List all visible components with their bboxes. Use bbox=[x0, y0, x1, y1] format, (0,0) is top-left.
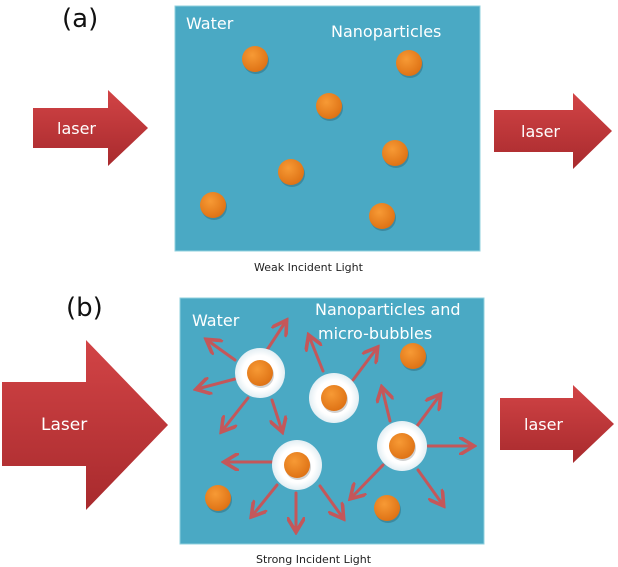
nanoparticle bbox=[278, 159, 304, 185]
bubble-core-particle bbox=[389, 433, 415, 459]
emission-arrow bbox=[252, 483, 279, 516]
emission-arrow bbox=[382, 388, 390, 423]
bubble-core-particle bbox=[321, 385, 347, 411]
panel-b-label: (b) bbox=[66, 293, 103, 323]
nanoparticle bbox=[205, 485, 231, 511]
emission-arrow bbox=[207, 340, 237, 362]
emission-arrow bbox=[272, 398, 282, 431]
emission-arrow bbox=[265, 321, 286, 352]
emission-arrows bbox=[197, 321, 473, 531]
emission-arrow bbox=[416, 468, 443, 505]
panel-a-label: (a) bbox=[62, 4, 98, 34]
water-label-a: Water bbox=[186, 14, 234, 33]
incoming-laser-label-a: laser bbox=[57, 119, 96, 138]
outgoing-laser-arrow-b bbox=[500, 385, 614, 463]
micro-bubbles bbox=[235, 348, 427, 490]
water-label-b: Water bbox=[192, 311, 240, 330]
free-particles-b bbox=[205, 343, 427, 523]
nanoparticle bbox=[200, 192, 226, 218]
caption-b: Strong Incident Light bbox=[256, 553, 372, 566]
panel-a: (a) laser Water Nanoparticles Weak Incid… bbox=[33, 4, 612, 274]
nanoparticle bbox=[374, 495, 400, 521]
micro-bubble bbox=[377, 421, 427, 471]
incoming-laser-arrow-b bbox=[2, 340, 168, 510]
micro-bubble bbox=[309, 373, 359, 423]
emission-arrow bbox=[309, 336, 325, 373]
nanoparticles-label-a: Nanoparticles bbox=[331, 22, 441, 41]
emission-arrow bbox=[351, 348, 377, 382]
emission-arrow bbox=[197, 379, 237, 389]
nanoparticle bbox=[400, 343, 426, 369]
panel-b: (b) Laser Water Nanoparticles and micro-… bbox=[2, 293, 614, 566]
emission-arrow bbox=[415, 395, 440, 428]
outgoing-laser-label-b: laser bbox=[524, 415, 563, 434]
incoming-laser-arrow-a bbox=[33, 90, 148, 166]
micro-bubble bbox=[272, 440, 322, 490]
water-box-a bbox=[174, 5, 481, 252]
nanoparticle bbox=[316, 93, 342, 119]
nanoparticle bbox=[242, 46, 268, 72]
particles-a bbox=[200, 46, 423, 231]
outgoing-laser-label-a: laser bbox=[521, 122, 560, 141]
nanoparticles-bubbles-label-line2: micro-bubbles bbox=[318, 324, 432, 343]
caption-a: Weak Incident Light bbox=[254, 261, 364, 274]
nanoparticle bbox=[382, 140, 408, 166]
emission-arrow bbox=[351, 463, 385, 498]
outgoing-laser-arrow-a bbox=[494, 93, 612, 169]
bubble-core-particle bbox=[247, 360, 273, 386]
nanoparticles-bubbles-label-line1: Nanoparticles and bbox=[315, 300, 461, 319]
nanoparticle bbox=[369, 203, 395, 229]
nanoparticle bbox=[396, 50, 422, 76]
emission-arrow bbox=[222, 396, 250, 431]
bubble-core-particle bbox=[284, 452, 310, 478]
emission-arrow bbox=[318, 484, 343, 518]
micro-bubble bbox=[235, 348, 285, 398]
incoming-laser-label-b: Laser bbox=[41, 415, 87, 435]
